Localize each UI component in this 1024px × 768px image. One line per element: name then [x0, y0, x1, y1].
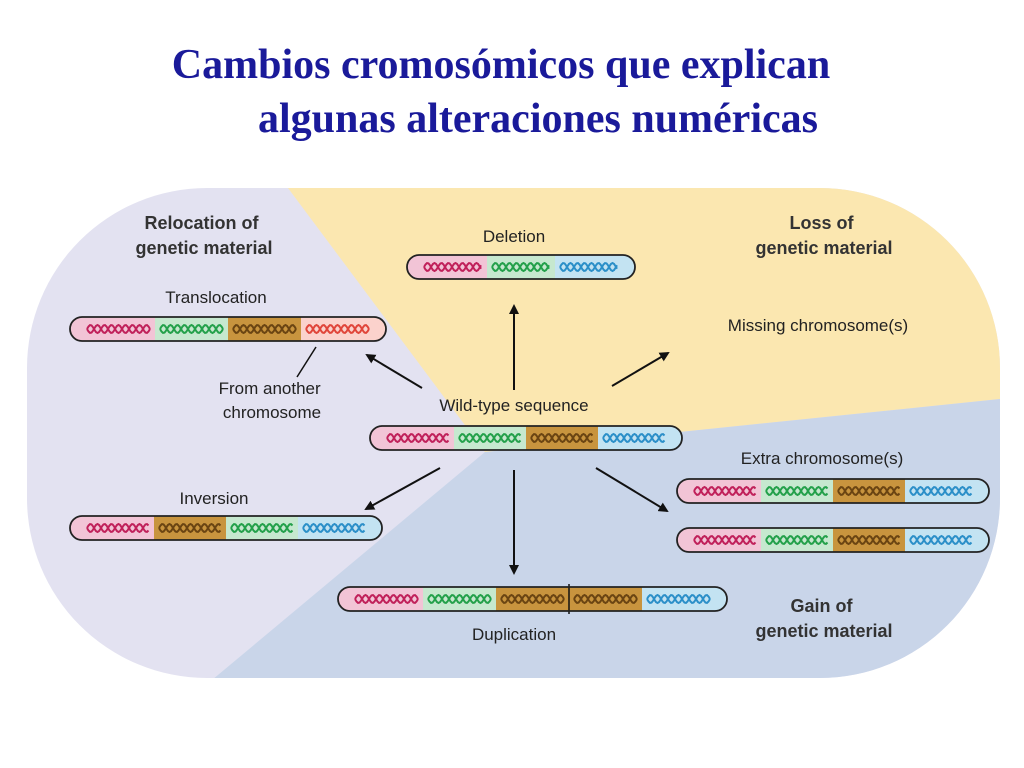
translocation-label: Translocation	[165, 288, 266, 307]
extra-chromosome-label: Extra chromosome(s)	[741, 449, 903, 468]
missing-chromosome-label: Missing chromosome(s)	[728, 316, 908, 335]
chromosome-duplication	[337, 584, 728, 614]
chromosome-translocation	[69, 316, 387, 342]
region-gain-bg	[200, 398, 1000, 678]
arrow-to-translocation	[365, 353, 423, 389]
segment-pink	[419, 255, 488, 279]
chromosome-wild-type	[369, 425, 683, 451]
chromosome-extra-1	[676, 478, 990, 504]
chromosome-extra-2	[676, 527, 990, 553]
from-another-label: From another chromosome	[219, 379, 326, 422]
duplication-label: Duplication	[472, 625, 556, 644]
from-another-pointer	[296, 346, 317, 378]
arrow-to-inversion	[364, 467, 441, 510]
segment-blue	[555, 255, 624, 279]
deletion-label: Deletion	[483, 227, 545, 246]
arrow-to-extra	[595, 467, 669, 513]
chromosome-inversion	[69, 515, 383, 541]
page-title: Cambios cromosómicos que explican alguna…	[0, 38, 1024, 146]
gain-heading: Gain of genetic material	[755, 596, 892, 641]
relocation-heading: Relocation of genetic material	[135, 213, 272, 258]
loss-heading: Loss of genetic material	[755, 213, 892, 258]
wild-type-label: Wild-type sequence	[439, 396, 588, 415]
segment-green	[487, 255, 556, 279]
region-loss-bg	[282, 188, 1000, 452]
inversion-label: Inversion	[180, 489, 249, 508]
title-line-2: algunas alteraciones numéricas	[258, 96, 818, 142]
arrow-to-missing	[611, 351, 670, 387]
chromosome-deletion	[406, 254, 636, 280]
title-line-1: Cambios cromosómicos que explican	[171, 42, 831, 88]
